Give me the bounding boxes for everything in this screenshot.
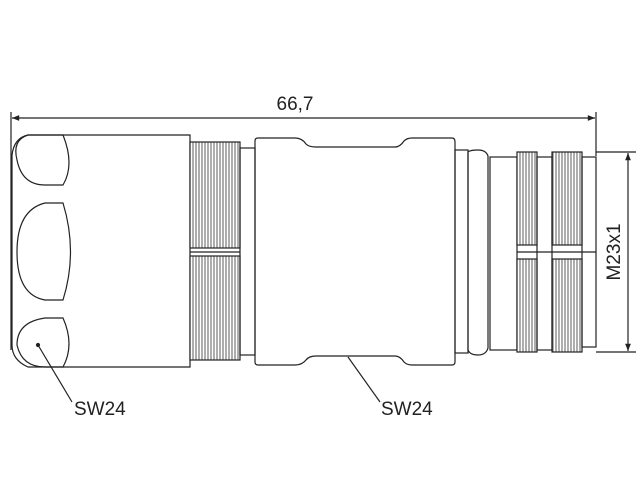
coupling-body <box>254 137 456 366</box>
body-wrench-label: SW24 <box>381 399 433 420</box>
leader-cap <box>37 344 73 403</box>
thread-dimension <box>596 151 636 353</box>
cap-wrench-label: SW24 <box>74 399 126 420</box>
thread-label: M23x1 <box>604 223 625 280</box>
plug-end <box>454 149 597 356</box>
leader-body <box>347 356 381 403</box>
thread-section-1 <box>189 141 256 361</box>
cap-nut <box>11 134 191 368</box>
length-label: 66,7 <box>277 94 314 115</box>
length-dimension <box>10 112 597 350</box>
